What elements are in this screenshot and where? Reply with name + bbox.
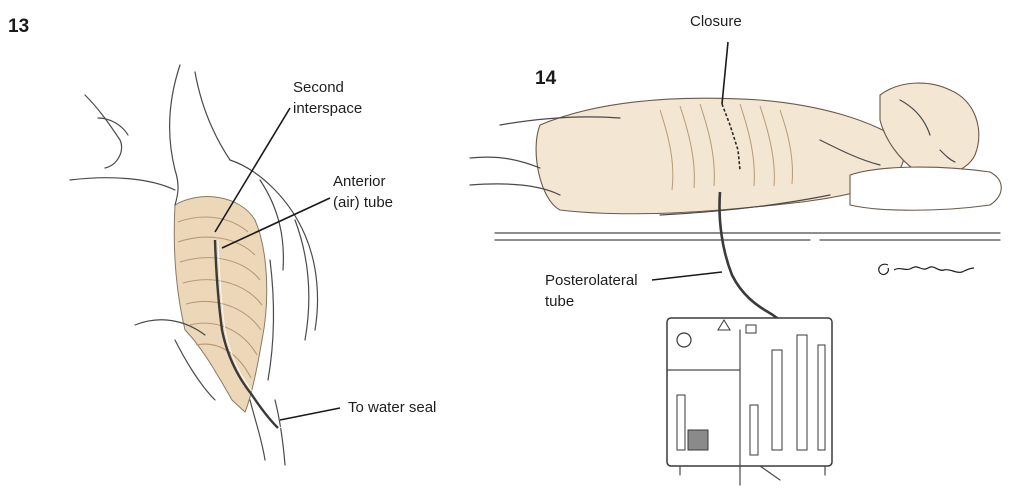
label-anterior-tube-line1: Anterior — [333, 172, 386, 191]
label-second-interspace-line1: Second — [293, 78, 344, 97]
figure-number-14: 14 — [535, 68, 556, 90]
rib-cage-fill — [174, 197, 267, 412]
label-posterolateral-line2: tube — [545, 292, 574, 311]
figure-13-drawing — [70, 65, 340, 465]
label-water-seal: To water seal — [348, 398, 436, 417]
label-anterior-tube-line2: (air) tube — [333, 193, 393, 212]
figure-14-drawing — [470, 42, 1001, 485]
drainage-unit-hook — [760, 466, 780, 480]
label-second-interspace-line2: interspace — [293, 99, 362, 118]
pillow — [850, 167, 1001, 210]
posterolateral-tube — [720, 192, 786, 325]
leader-water-seal — [280, 408, 340, 420]
label-closure: Closure — [690, 12, 742, 31]
artist-signature — [879, 264, 974, 274]
figure-number-13: 13 — [8, 16, 29, 38]
leader-closure — [722, 42, 728, 104]
leader-posterolateral — [652, 272, 722, 280]
leader-second-interspace — [215, 108, 290, 232]
label-posterolateral-line1: Posterolateral — [545, 271, 638, 290]
